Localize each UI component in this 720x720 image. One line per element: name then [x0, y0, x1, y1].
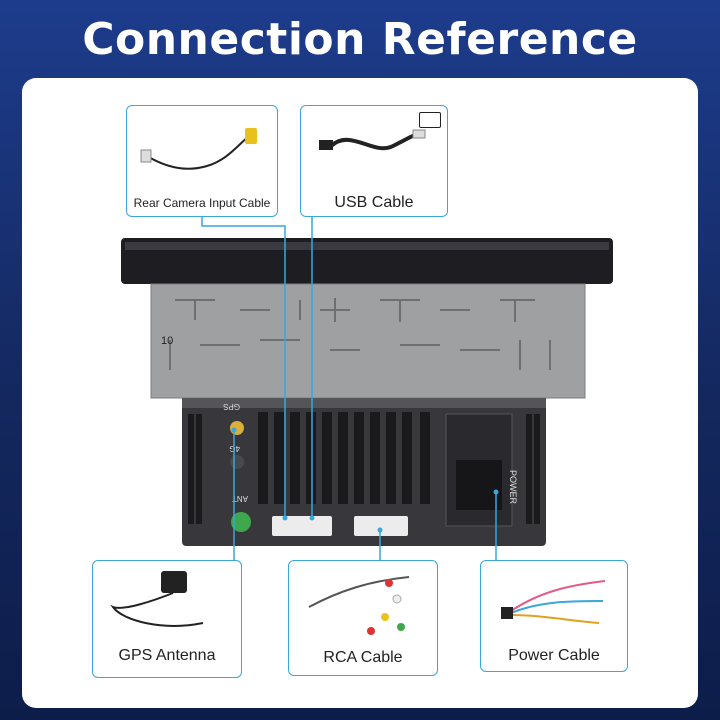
usb-callout: USB Cable: [300, 105, 448, 217]
rear-camera-callout: Rear Camera Input Cable: [126, 105, 278, 217]
rca-plug: [354, 516, 408, 536]
camera-usb-plugs: [272, 516, 332, 536]
chassis-number: 10: [161, 335, 173, 347]
gps-callout: GPS Antenna: [92, 560, 242, 678]
rear-camera-cable-icon: [127, 106, 279, 186]
power-port-label: POWER: [508, 470, 518, 505]
power-callout: Power Cable: [480, 560, 628, 672]
rca-callout: RCA Cable: [288, 560, 438, 676]
rca-label: RCA Cable: [289, 649, 437, 667]
rear-vents: [258, 412, 430, 504]
rca-cable-icon: [289, 561, 439, 645]
rear-camera-label: Rear Camera Input Cable: [127, 196, 277, 210]
gps-label: GPS Antenna: [93, 647, 241, 665]
power-label: Power Cable: [481, 647, 627, 665]
grid-icon: [419, 112, 441, 128]
gps-port-label: GPS: [223, 402, 240, 411]
gps-antenna-icon: [93, 561, 243, 645]
power-cable-icon: [481, 561, 629, 641]
gps-connector: [230, 421, 244, 435]
usb-label: USB Cable: [301, 194, 447, 212]
